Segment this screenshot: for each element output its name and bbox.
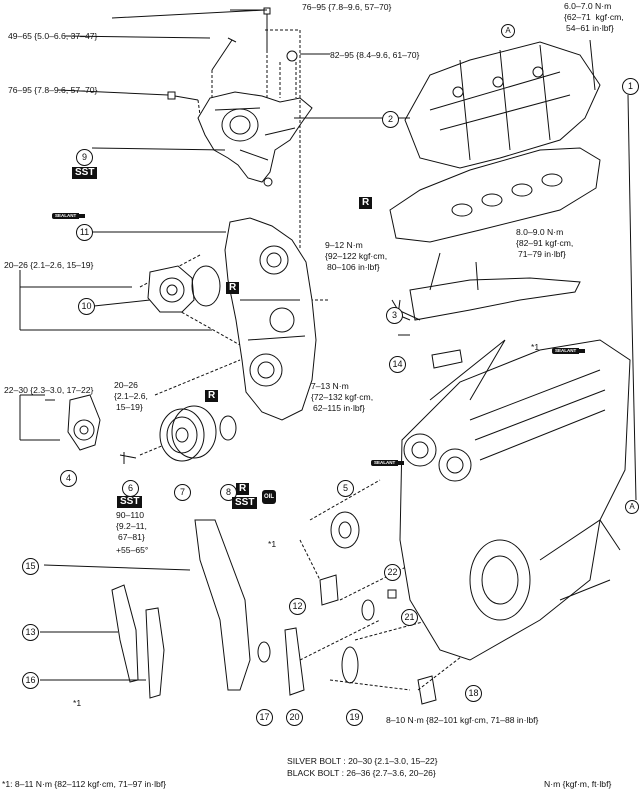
engine-block-part [399,339,631,661]
callout-10: 10 [78,298,95,315]
crankshaft-pulley-part [159,405,217,462]
torque-cover-bolt-1: 8.0–9.0 N·m [516,227,564,237]
torque-front-cover-1: 20–26 [114,380,138,390]
torque-front-cover-3: 15–19} [116,402,143,412]
callout-2: 2 [382,111,399,128]
callout-22: 22 [384,564,401,581]
callout-1: 1 [622,78,639,95]
drive-belt-part [284,627,305,696]
chain-tensioner-part [319,574,339,606]
idler-pulley-part [330,511,360,549]
torque-baffle-1: 9–12 N·m [325,240,363,250]
cylinder-head-cover-part [404,41,601,169]
torque-cover-bolt-3: 71–79 in·lbf} [518,249,566,259]
callout-16: 16 [22,672,39,689]
badge-sst-6: SST [117,496,143,508]
torque-chain-cover-2: {72–132 kgf·cm, [311,392,374,402]
badge-r-pump: R [226,282,240,294]
note-star1-c: *1 [73,698,82,708]
callout-20: 20 [286,709,303,726]
callout-11: 11 [76,224,93,241]
torque-pulley-2: {9.2–11, [116,521,147,531]
pump-gasket [191,265,221,307]
torque-nut: 82–95 {8.4–9.6, 61–70} [330,50,420,60]
key-part [387,589,397,599]
oil-pump-sprocket-part [341,646,359,684]
bracket-part [417,675,437,705]
note-star1-a: *1 [531,342,540,352]
badge-r-seal: R [205,390,219,402]
head-cover-gasket [389,147,601,243]
torque-dipstick-3: 54–61 in·lbf} [566,23,614,33]
oil-seal-part [219,415,237,441]
callout-17: 17 [256,709,273,726]
callout-9: 9 [76,149,93,166]
baffle-plate-part [409,277,581,321]
mount-stud [211,37,237,71]
torque-cover-bolt-2: {82–91 kgf·cm, [516,238,574,248]
bracket-14-part [431,349,463,369]
mount-bolt [167,91,199,101]
torque-baffle-3: 80–106 in·lbf} [327,262,380,272]
chain-cover-part [224,217,317,421]
torque-pump-bolt: 20–26 {2.1–2.6, 15–19} [4,260,94,270]
dipstick-part [627,94,637,501]
top-bolt [263,7,271,50]
sprocket-21-part [361,599,375,621]
torque-baffle-2: {92–122 kgf·cm, [325,251,388,261]
torque-pulley-3: 67–81} [118,532,145,542]
tensioner-bolts [30,399,60,441]
torque-dipstick-2: {62–71 kgf·cm, [564,12,624,22]
torque-front-cover-2: {2.1–2.6, [114,391,148,401]
callout-3: 3 [386,307,403,324]
torque-black-bolt: BLACK BOLT : 26–36 {2.7–3.6, 20–26} [287,768,436,778]
callout-12: 12 [289,598,306,615]
torque-pulley-1: 90–110 [116,510,145,520]
badge-oil: OIL [262,490,276,504]
callout-13: 13 [22,624,39,641]
footnote: *1: 8–11 N·m {82–112 kgf·cm, 71–97 in·lb… [2,779,167,789]
water-pump-part [147,265,195,313]
timing-chain-part [194,519,251,691]
pump-bolts [120,286,212,331]
badge-r-cover: R [359,197,373,209]
callout-14: 14 [389,356,406,373]
chain-guide-part [111,584,139,683]
callout-15: 15 [22,558,39,575]
badge-sst-oil: SST [232,497,258,509]
badge-r-oil: R [236,483,250,495]
sealant-tube-11: SEALANT [52,213,86,219]
engine-mount-part [197,91,313,187]
note-star1-b: *1 [268,539,277,549]
torque-mount-bolt: 76–95 {7.8–9.6, 57–70} [8,85,98,95]
sealant-tube-14: SEALANT [552,348,586,354]
torque-silver-bolt: SILVER BOLT : 20–30 {2.1–3.0, 15–22} [287,756,438,766]
callout-7: 7 [174,484,191,501]
callout-5: 5 [337,480,354,497]
callout-19: 19 [346,709,363,726]
torque-mount-stud: 49–65 {5.0–6.6, 37–47} [8,31,98,41]
callout-21: 21 [401,609,418,626]
mount-nut [286,50,298,62]
torque-pulley-4: +55–65° [116,545,149,555]
sealant-tube-head: SEALANT [371,460,405,466]
units-note: N·m {kgf·m, ft·lbf} [544,779,612,789]
callout-6: 6 [122,480,139,497]
badge-sst-9: SST [72,167,98,179]
crank-bolt [119,452,137,464]
tensioner-arm-part [145,607,165,699]
torque-bottom-bolt: 8–10 N·m {82–101 kgf·cm, 71–88 in·lbf} [386,715,539,725]
tensioner-part [67,394,101,451]
crank-sprocket-part [257,641,271,663]
torque-tensioner-bolt: 22–30 {2.3–3.0, 17–22} [4,385,94,395]
callout-4: 4 [60,470,77,487]
callout-a-right: A [625,500,639,514]
torque-top-bolt: 76–95 {7.8–9.6, 57–70} [302,2,392,12]
callout-18: 18 [465,685,482,702]
torque-chain-cover-3: 62–115 in·lbf} [313,403,365,413]
callout-a-top: A [501,24,515,38]
torque-dipstick-1: 6.0–7.0 N·m [564,1,612,11]
torque-chain-cover-1: 7–13 N·m [311,381,349,391]
